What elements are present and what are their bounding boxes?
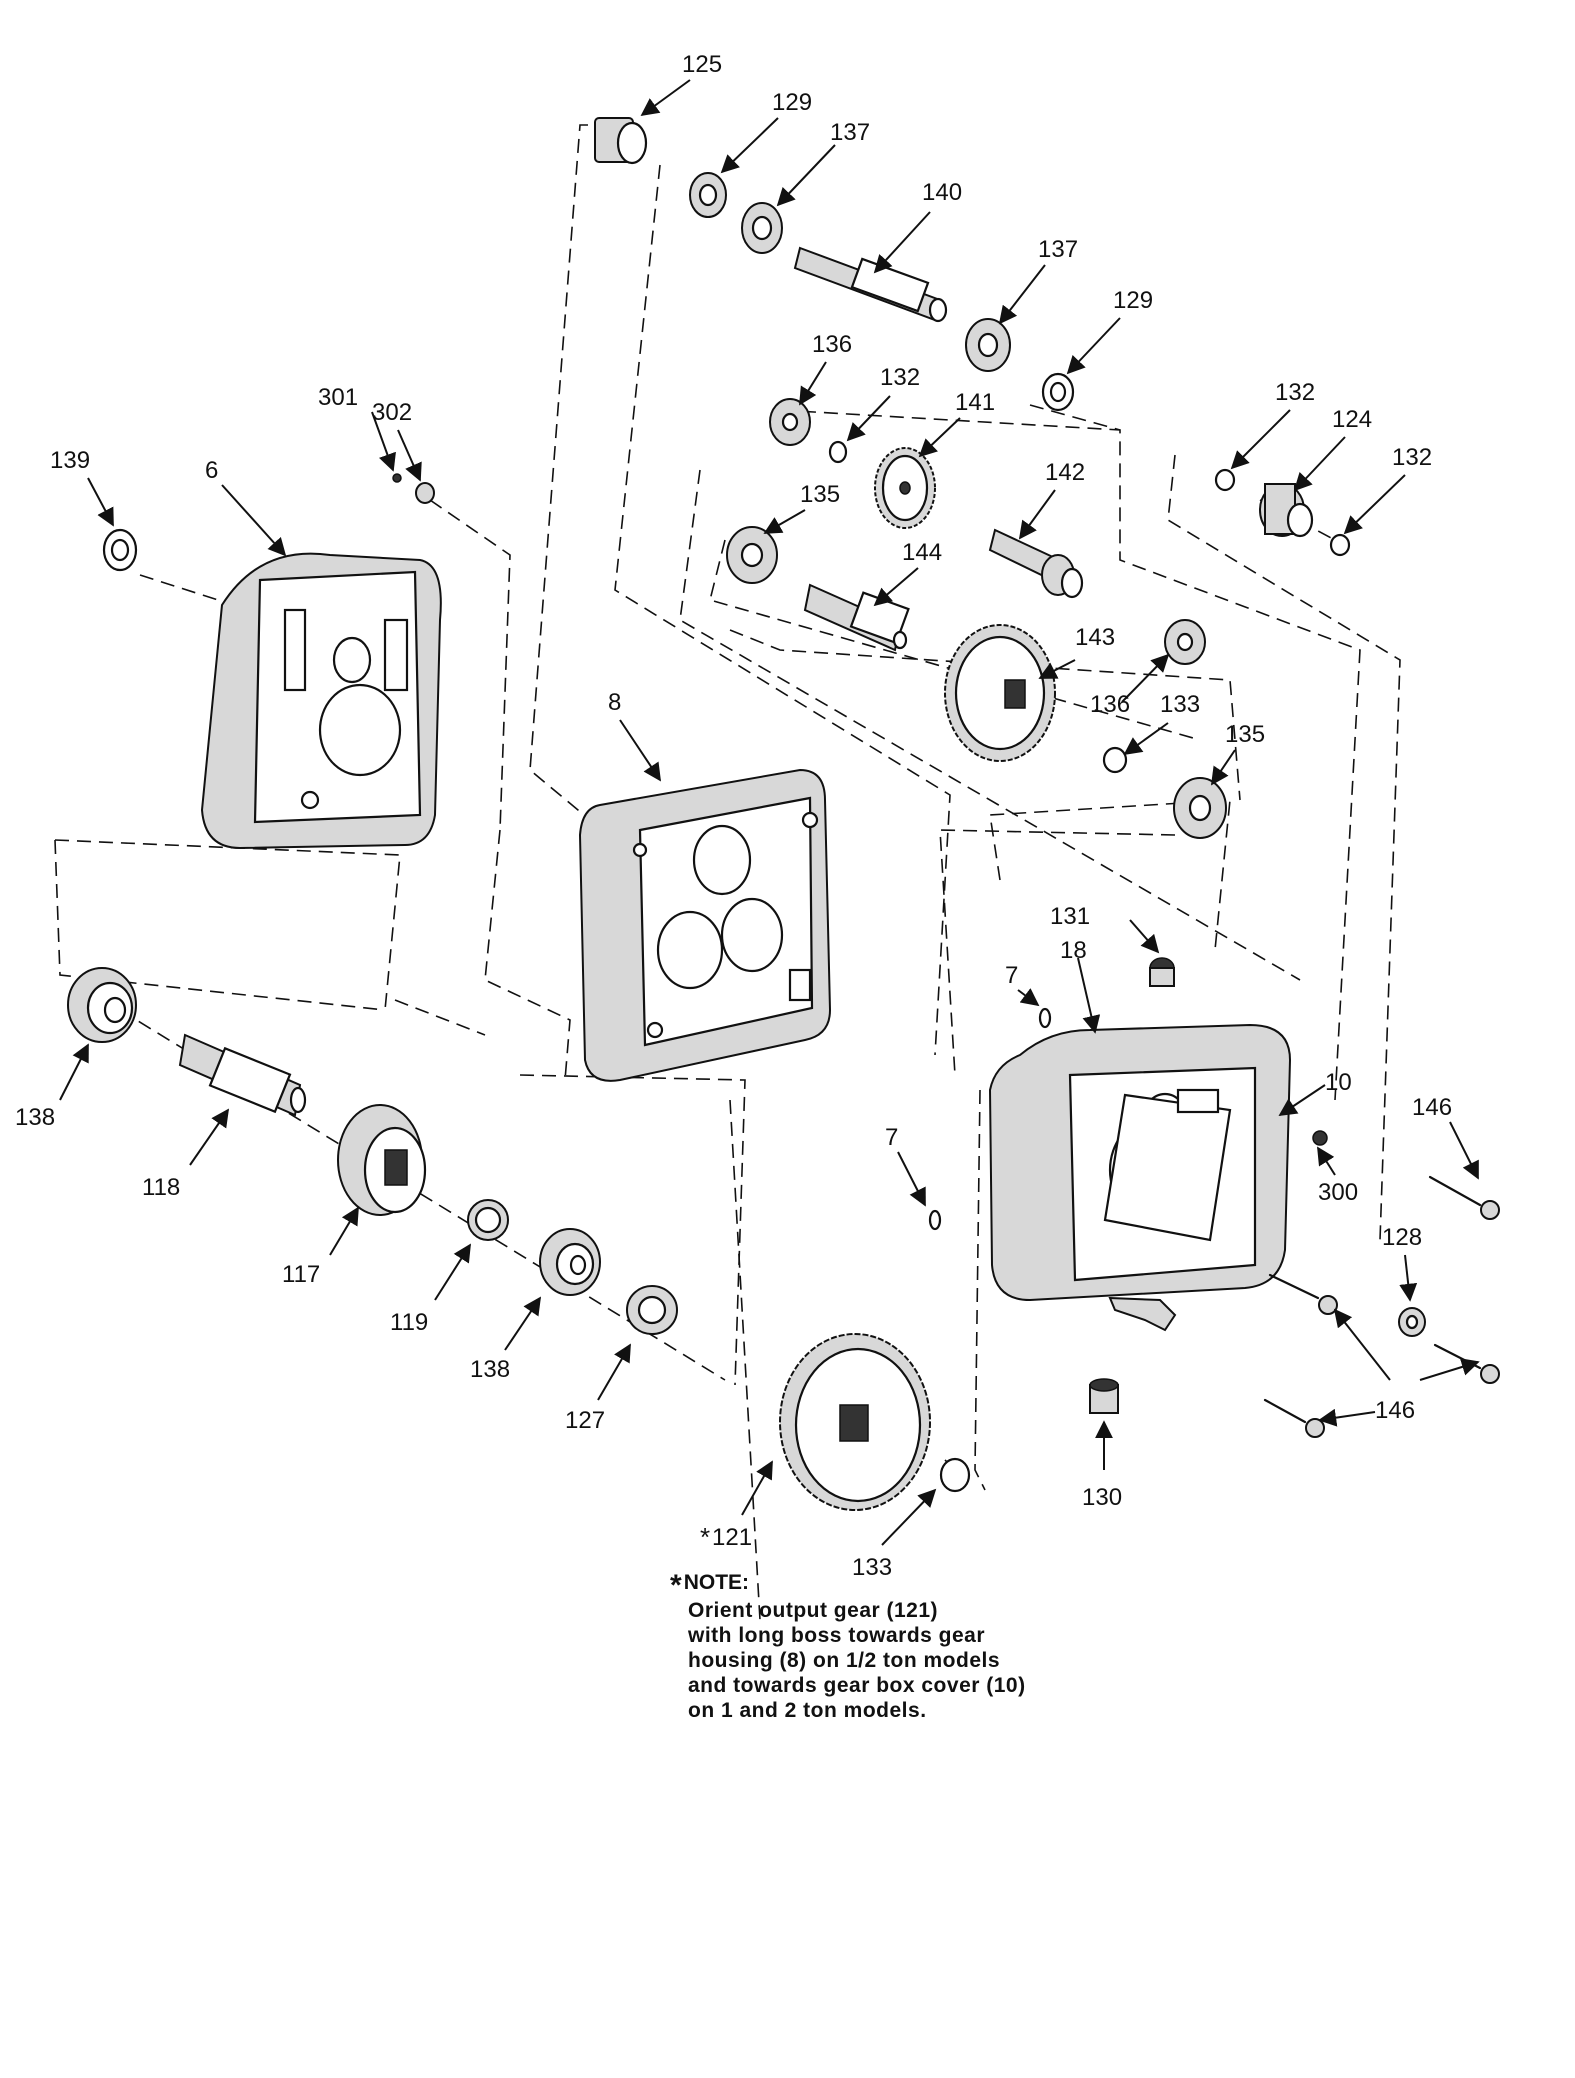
callout-141: 141 <box>955 389 995 416</box>
note-header: *NOTE: <box>670 1570 1090 1601</box>
callout-121: 121 <box>712 1524 752 1551</box>
part-124-pinion <box>1259 483 1314 538</box>
callout-129: 129 <box>772 89 812 116</box>
part-117-hub <box>337 1104 427 1216</box>
callout-137: 137 <box>830 119 870 146</box>
note-line: housing (8) on 1/2 ton models <box>688 1649 1001 1672</box>
part-135-bearing-right <box>1173 777 1227 839</box>
part-137-bearing-top <box>741 202 783 254</box>
note-line: Orient output gear (121) <box>688 1599 939 1622</box>
callout-302: 302 <box>372 399 412 426</box>
callout-18: 18 <box>1060 937 1087 964</box>
part-132-ring-right-a <box>1214 468 1236 492</box>
part-130-plug <box>1089 1378 1119 1414</box>
callout-129: 129 <box>1113 287 1153 314</box>
part-132-ring-right-b <box>1329 533 1351 557</box>
callout-125: 125 <box>682 51 722 78</box>
callout-142: 142 <box>1045 459 1085 486</box>
part-143-gear <box>944 624 1056 762</box>
part-131-plug <box>1149 957 1175 987</box>
callout-146: 146 <box>1375 1397 1415 1424</box>
part-300-plug <box>1312 1130 1328 1146</box>
part-138-bearing-left <box>67 967 137 1043</box>
callout-131: 131 <box>1050 903 1090 930</box>
callout-133: 133 <box>852 1554 892 1581</box>
callout-139: 139 <box>50 447 90 474</box>
part-301-302-plug <box>392 473 435 504</box>
callout-labels: 125 129 137 140 137 129 136 132 141 142 … <box>15 51 1452 1581</box>
part-139-retaining-ring <box>102 528 138 572</box>
note-line: and towards gear box cover (10) <box>688 1674 1026 1697</box>
part-132-ring-left <box>828 440 848 464</box>
part-6-motor-end-cover <box>200 552 442 850</box>
callout-143: 143 <box>1075 624 1115 651</box>
part-7-dowel-lower <box>928 1209 942 1231</box>
callout-130: 130 <box>1082 1484 1122 1511</box>
callout-133: 133 <box>1160 691 1200 718</box>
leader-lines <box>59 79 1480 1546</box>
part-125-bushing <box>594 117 648 165</box>
part-119-spacer <box>467 1199 509 1241</box>
callout-135: 135 <box>800 481 840 508</box>
callout-132: 132 <box>1275 379 1315 406</box>
callout-136: 136 <box>812 331 852 358</box>
part-135-bearing-left <box>726 526 778 584</box>
part-142-pinion-shaft <box>988 528 1084 599</box>
part-121-output-gear <box>779 1333 931 1511</box>
callout-10: 10 <box>1325 1069 1352 1096</box>
part-127-washer <box>626 1285 678 1335</box>
callout-127: 127 <box>565 1407 605 1434</box>
part-140-shaft <box>793 246 948 323</box>
callout-138: 138 <box>15 1104 55 1131</box>
callout-132: 132 <box>880 364 920 391</box>
callout-124: 124 <box>1332 406 1372 433</box>
part-128-washer <box>1398 1307 1426 1337</box>
part-138-bearing-low <box>539 1228 601 1296</box>
part-133-snapring-low <box>939 1457 971 1493</box>
callout-146: 146 <box>1412 1094 1452 1121</box>
callout-138: 138 <box>470 1356 510 1383</box>
part-129-washer-top <box>689 172 727 218</box>
part-141-gear <box>874 447 936 529</box>
part-136-bearing-right <box>1164 619 1206 665</box>
part-136-bearing-left <box>769 398 811 446</box>
callout-301: 301 <box>318 384 358 411</box>
note-line: with long boss towards gear <box>688 1624 986 1647</box>
callout-118: 118 <box>142 1174 180 1201</box>
callout-8: 8 <box>608 689 621 716</box>
note-line: on 1 and 2 ton models. <box>688 1699 927 1722</box>
part-129-washer-mid <box>1041 372 1075 412</box>
callout-137: 137 <box>1038 236 1078 263</box>
callout-144: 144 <box>902 539 942 566</box>
part-118-shaft <box>178 1033 307 1117</box>
part-10-gearbox-cover <box>988 1023 1292 1332</box>
note-title: NOTE: <box>683 1571 750 1594</box>
callout-6: 6 <box>205 457 218 484</box>
part-133-snapring-right <box>1102 746 1128 774</box>
callout-136: 136 <box>1090 691 1130 718</box>
callout-7: 7 <box>885 1124 898 1151</box>
callout-300: 300 <box>1318 1179 1358 1206</box>
part-144-shaft <box>803 583 910 652</box>
callout-119: 119 <box>390 1309 428 1336</box>
callout-135: 135 <box>1225 721 1265 748</box>
callout-7: 7 <box>1005 962 1018 989</box>
part-8-gear-housing <box>578 768 832 1082</box>
part-137-bearing-mid <box>965 318 1011 372</box>
callout-140: 140 <box>922 179 962 206</box>
callout-asterisk: * <box>700 1522 710 1552</box>
part-7-dowel-upper <box>1038 1007 1052 1029</box>
callout-132: 132 <box>1392 444 1432 471</box>
note-asterisk: * <box>670 1569 682 1602</box>
callout-128: 128 <box>1382 1224 1422 1251</box>
callout-117: 117 <box>282 1261 320 1288</box>
orientation-note: *NOTE: Orient output gear (121) with lon… <box>670 1570 1090 1723</box>
